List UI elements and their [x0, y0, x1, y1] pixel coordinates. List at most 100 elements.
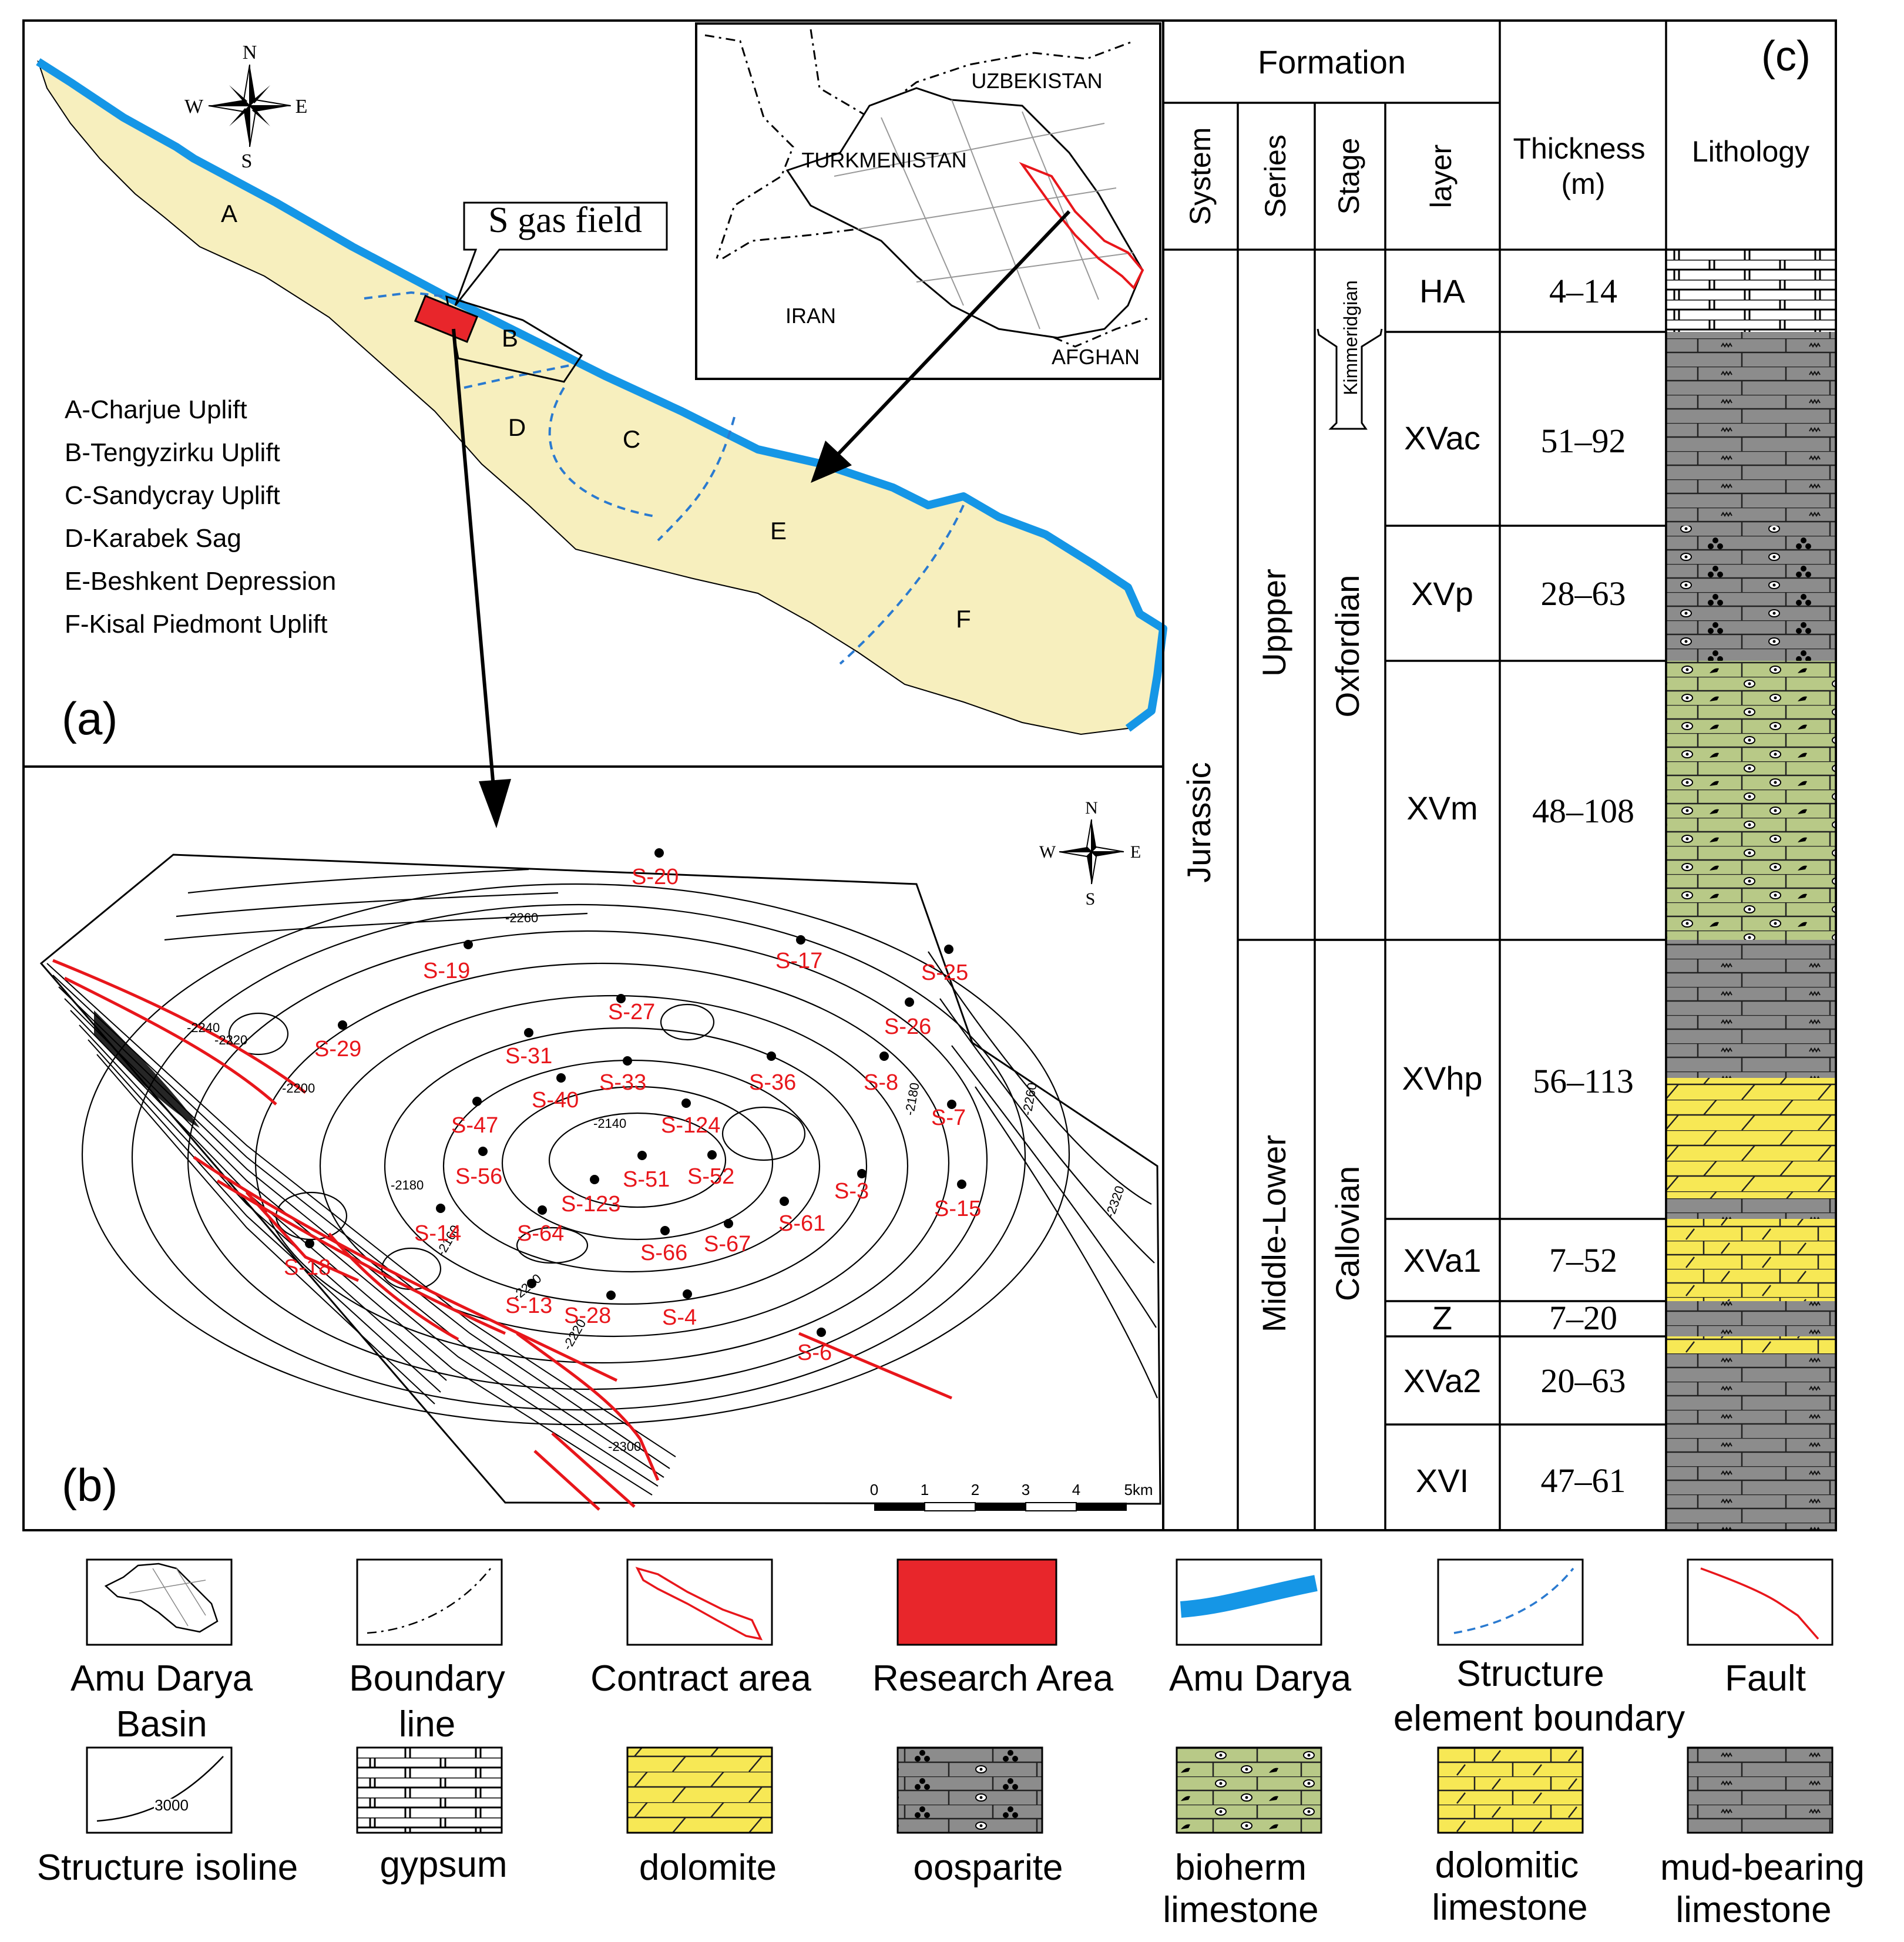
- well-marker: S-123: [561, 1175, 620, 1217]
- contour-label: -2200: [282, 1081, 315, 1096]
- well-label: S-51: [623, 1167, 670, 1192]
- header-stage: Stage: [1332, 138, 1365, 215]
- header-thickness: Thickness (m): [1513, 132, 1654, 200]
- compass-a: N S E W: [184, 42, 307, 172]
- well-marker: S-7: [931, 1100, 966, 1130]
- well-label: S-61: [778, 1211, 825, 1236]
- steep-dark-zone: [94, 1010, 200, 1128]
- layer-name: XVhp: [1402, 1060, 1483, 1097]
- well-marker: S-19: [423, 940, 473, 983]
- well-marker: S-33: [599, 1056, 646, 1095]
- well-marker: S-64: [517, 1205, 564, 1246]
- well-marker: S-47: [451, 1097, 498, 1138]
- stage-oxfordian: Oxfordian: [1329, 575, 1366, 718]
- well-label: S-25: [921, 960, 968, 985]
- series-upper: Uppper: [1255, 569, 1292, 677]
- inset-contract-area: [1019, 162, 1144, 290]
- well-marker: S-66: [640, 1226, 687, 1265]
- inset-grid: [834, 99, 1134, 330]
- panel-a: S gas field N S E W A B C D E F A-Charju…: [22, 19, 1167, 768]
- stage-callovian: Callovian: [1329, 1166, 1366, 1301]
- scale-tick: 3: [1022, 1481, 1030, 1499]
- well-marker: S-20: [632, 848, 679, 889]
- legend-label-isoline: Structure isoline: [37, 1847, 298, 1888]
- legend-swatch-mud: [1687, 1746, 1834, 1834]
- region-letter-d: D: [508, 414, 526, 441]
- well-marker: S-6: [797, 1328, 832, 1365]
- well-label: S-123: [561, 1192, 620, 1217]
- legend-swatch-research: [896, 1558, 1057, 1646]
- layer-name: XVI: [1416, 1462, 1469, 1499]
- layer-name: XVac: [1404, 419, 1480, 456]
- legend-label-gypsum: gypsum: [380, 1844, 507, 1885]
- lithology-bioherm: [1666, 661, 1836, 940]
- layer-thickness: 7–52: [1549, 1241, 1617, 1279]
- well-label: S-3: [834, 1179, 869, 1204]
- inset-map: UZBEKISTAN TURKMENISTAN IRAN AFGHAN: [695, 22, 1161, 380]
- well-marker: S-28: [564, 1291, 616, 1328]
- header-series: Series: [1259, 135, 1292, 218]
- well-label: S-17: [775, 949, 822, 973]
- contour-label: -2140: [593, 1116, 626, 1131]
- layer-thickness: 28–63: [1541, 574, 1626, 613]
- scale-tick: 5km: [1124, 1481, 1153, 1499]
- well-marker: S-40: [532, 1073, 579, 1113]
- legend-swatch-fault: [1687, 1558, 1834, 1646]
- well-marker: S-26: [884, 997, 931, 1039]
- inset-label-turkmenistan: TURKMENISTAN: [801, 148, 966, 172]
- lithology-dolomite: [1666, 1078, 1836, 1198]
- well-label: S-20: [632, 865, 679, 889]
- layer-thickness: 56–113: [1533, 1062, 1634, 1100]
- well-label: S-8: [864, 1070, 898, 1095]
- lithology-gypsum: [1666, 250, 1836, 332]
- legend-isoline-value: 3000: [155, 1796, 189, 1814]
- inset-label-uzbekistan: UZBEKISTAN: [971, 69, 1102, 93]
- compass-a-n: N: [243, 42, 257, 63]
- panel-a-label: (a): [62, 693, 117, 744]
- layer-name: Z: [1432, 1299, 1452, 1336]
- well-marker: S-18: [284, 1239, 331, 1280]
- region-legend-item: C-Sandycray Uplift: [65, 481, 280, 510]
- layer-thickness: 51–92: [1541, 422, 1626, 460]
- well-label: S-124: [661, 1113, 720, 1138]
- well-marker: S-13: [505, 1279, 552, 1318]
- header-formation: Formation: [1258, 43, 1406, 80]
- contour-label: -2300: [608, 1439, 641, 1454]
- contour-lines: [81, 868, 1158, 1426]
- header-system: System: [1184, 127, 1217, 226]
- kimmeridgian-bracket: [1317, 328, 1383, 430]
- legend-swatch-structure-boundary: [1437, 1558, 1584, 1646]
- region-legend-item: A-Charjue Uplift: [65, 395, 247, 424]
- well-label: S-27: [608, 1000, 655, 1024]
- contour-label: -2240: [187, 1020, 220, 1035]
- well-marker: S-29: [314, 1020, 361, 1061]
- gas-field-outline: [39, 854, 1161, 1505]
- inset-label-afghan: AFGHAN: [1052, 345, 1140, 369]
- well-label: S-4: [662, 1305, 697, 1330]
- inset-boundary-line: [810, 29, 1134, 119]
- panel-c: Formation System Series Stage layer Thic…: [1162, 19, 1837, 1531]
- region-legend-item: D-Karabek Sag: [65, 524, 241, 553]
- well-label: S-28: [564, 1303, 611, 1328]
- lithology-mud-thin: [1666, 1198, 1836, 1219]
- compass-b-w: W: [1039, 842, 1056, 862]
- contour-label: -2220: [214, 1033, 247, 1047]
- well-label: S-15: [934, 1197, 981, 1221]
- stage-kimmeridgian: Kimmeridgian: [1340, 280, 1361, 395]
- scale-tick: 4: [1072, 1481, 1080, 1499]
- well-marker: S-61: [778, 1197, 825, 1236]
- inset-label-iran: IRAN: [785, 304, 836, 328]
- well-label: S-19: [423, 959, 470, 983]
- contour-label: -2180: [391, 1178, 424, 1192]
- well-marker: S-14: [414, 1204, 461, 1246]
- compass-a-w: W: [184, 96, 204, 117]
- scale-tick: 0: [870, 1481, 878, 1499]
- lithology-mud-xvhp: [1666, 940, 1836, 1078]
- inset-boundary-line: [722, 222, 911, 260]
- region-legend-item: B-Tengyzirku Uplift: [65, 438, 280, 467]
- layer-thickness: 7–20: [1549, 1299, 1617, 1337]
- well-marker: S-15: [934, 1180, 981, 1221]
- well-label: S-31: [505, 1044, 552, 1069]
